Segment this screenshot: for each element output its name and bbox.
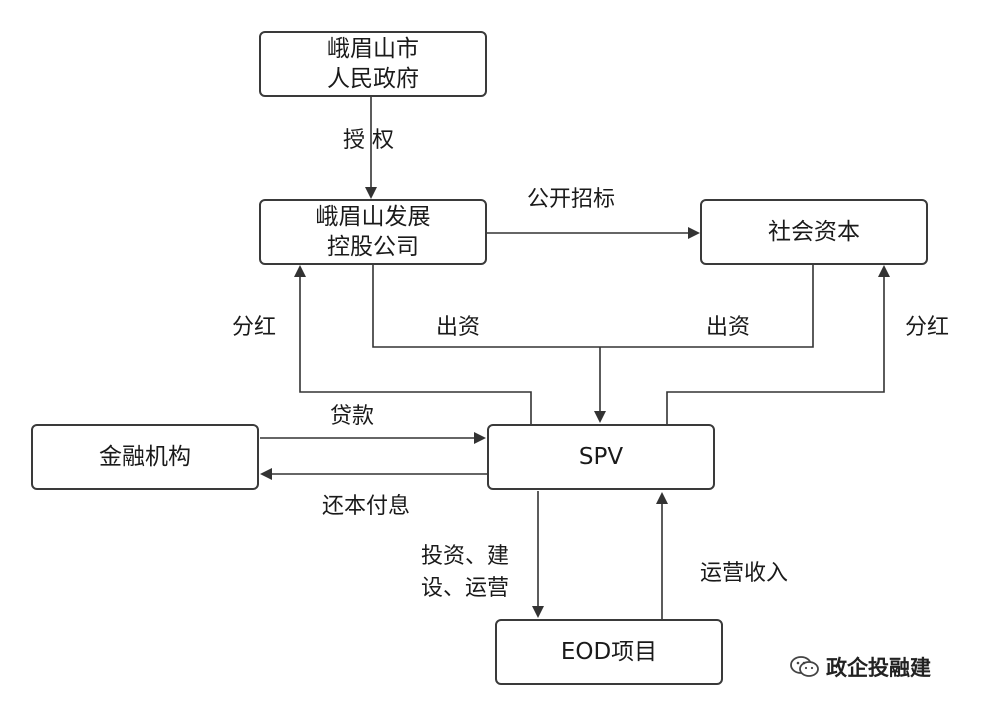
operating-income-label: 运营收入 bbox=[700, 561, 789, 586]
holding-line1: 峨眉山发展 bbox=[315, 204, 431, 230]
watermark-text: 政企投融建 bbox=[826, 656, 931, 680]
holding-line2: 控股公司 bbox=[327, 234, 419, 260]
social-capital-label: 社会资本 bbox=[768, 219, 860, 245]
invest-left-label: 出资 bbox=[436, 315, 481, 340]
finance-label: 金融机构 bbox=[99, 444, 191, 470]
dividend-left-label: 分红 bbox=[232, 315, 277, 340]
authorize-label: 授 权 bbox=[343, 128, 394, 153]
invest-line-left bbox=[372, 265, 600, 348]
invest-right-label: 出资 bbox=[706, 315, 751, 340]
dividend-arrow-right bbox=[666, 265, 890, 424]
government-node: 峨眉山市 人民政府 bbox=[259, 31, 487, 97]
finance-node: 金融机构 bbox=[31, 424, 259, 490]
public-tender-label: 公开招标 bbox=[527, 187, 616, 212]
eod-node: EOD项目 bbox=[495, 619, 723, 685]
repay-label: 还本付息 bbox=[322, 494, 411, 519]
wechat-icon bbox=[790, 656, 819, 677]
invest-line-right bbox=[600, 265, 814, 348]
loan-label: 贷款 bbox=[330, 404, 375, 429]
social-capital-node: 社会资本 bbox=[700, 199, 928, 265]
spv-label: SPV bbox=[578, 444, 624, 470]
government-line1: 峨眉山市 bbox=[327, 36, 419, 62]
watermark: 政企投融建 bbox=[790, 650, 931, 684]
holding-node: 峨眉山发展 控股公司 bbox=[259, 199, 487, 265]
government-line2: 人民政府 bbox=[327, 66, 419, 92]
build-label-line1: 投资、建 bbox=[421, 544, 510, 569]
dividend-right-label: 分红 bbox=[905, 315, 950, 340]
spv-node: SPV bbox=[487, 424, 715, 490]
build-label-line2: 设、运营 bbox=[421, 576, 510, 601]
eod-label: EOD项目 bbox=[560, 639, 658, 665]
dividend-arrow-left bbox=[294, 265, 532, 424]
